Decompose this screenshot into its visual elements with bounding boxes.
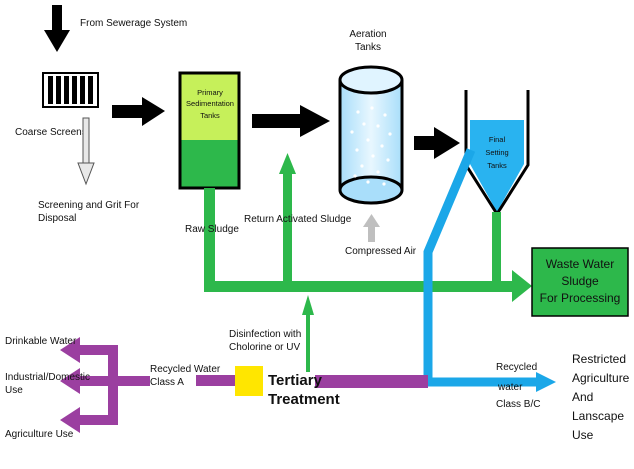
sewerage-source-label: From Sewerage System (80, 18, 187, 29)
return-sludge-label: Return Activated Sludge (244, 214, 352, 225)
sludge-pipes (204, 153, 532, 302)
disinfection-unit (235, 366, 263, 396)
right-arrow-icon (252, 105, 330, 137)
cylinder-tank-icon (338, 65, 404, 205)
primary-label-1: Primary (197, 88, 223, 97)
primary-sedimentation-tank (178, 71, 241, 190)
screen-grate-icon (42, 72, 99, 108)
disinfection-label-1: Disinfection with (229, 329, 301, 340)
disinfection-up-arrow-icon (302, 295, 314, 372)
waste-sludge-box (531, 247, 629, 317)
right-arrow-icon (112, 97, 165, 126)
tertiary-pipe (196, 375, 428, 388)
waste-label-3: For Processing (540, 291, 621, 305)
aeration-label-1: Aeration (349, 29, 386, 40)
recycled-bc-label-2: water (497, 382, 523, 393)
waste-label-2: Sludge (561, 274, 599, 288)
drinkable-label: Drinkable Water (5, 336, 77, 347)
final-label-3: Tanks (487, 161, 507, 170)
industrial-label-2: Use (5, 385, 23, 396)
screening-grit-label-1: Screening and Grit For (38, 200, 140, 211)
right-arrow-icon (414, 127, 460, 159)
recycled-a-label-1: Recycled Water (150, 364, 221, 375)
restricted-label-5: Use (572, 428, 594, 442)
recycled-bc-label-3: Class B/C (496, 399, 540, 410)
restricted-label-3: And (572, 390, 593, 404)
recycled-bc-label-1: Recycled (496, 362, 537, 373)
final-label-1: Final (489, 135, 506, 144)
compressed-air-arrow-icon (363, 214, 380, 242)
disinfection-label-2: Cholorine or UV (229, 342, 300, 353)
restricted-label-4: Lanscape (572, 409, 624, 423)
grit-down-arrow-icon (77, 117, 95, 186)
primary-label-3: Tanks (200, 111, 220, 120)
aeration-label-2: Tanks (355, 42, 381, 53)
restricted-label-2: Agriculture (572, 371, 630, 385)
coarse-screens-label: Coarse Screens (15, 127, 87, 138)
compressed-air-label: Compressed Air (345, 246, 417, 257)
tertiary-label-1: Tertiary (268, 372, 323, 389)
agriculture-label: Agriculture Use (5, 429, 74, 440)
restricted-label-1: Restricted (572, 352, 626, 366)
industrial-label-1: Industrial/Domestic (5, 372, 90, 383)
waste-label-1: Waste Water (546, 257, 614, 271)
final-label-2: Setting (485, 148, 508, 157)
screening-grit-label-2: Disposal (38, 213, 76, 224)
recycled-a-label-2: Class A (150, 377, 184, 388)
raw-sludge-label: Raw Sludge (185, 224, 239, 235)
primary-label-2: Sedimentation (186, 99, 234, 108)
tertiary-label-2: Treatment (268, 391, 340, 408)
sewerage-down-arrow-icon (44, 5, 70, 52)
class-a-distribution-pipes (60, 337, 150, 433)
effluent-pipe (423, 148, 556, 392)
